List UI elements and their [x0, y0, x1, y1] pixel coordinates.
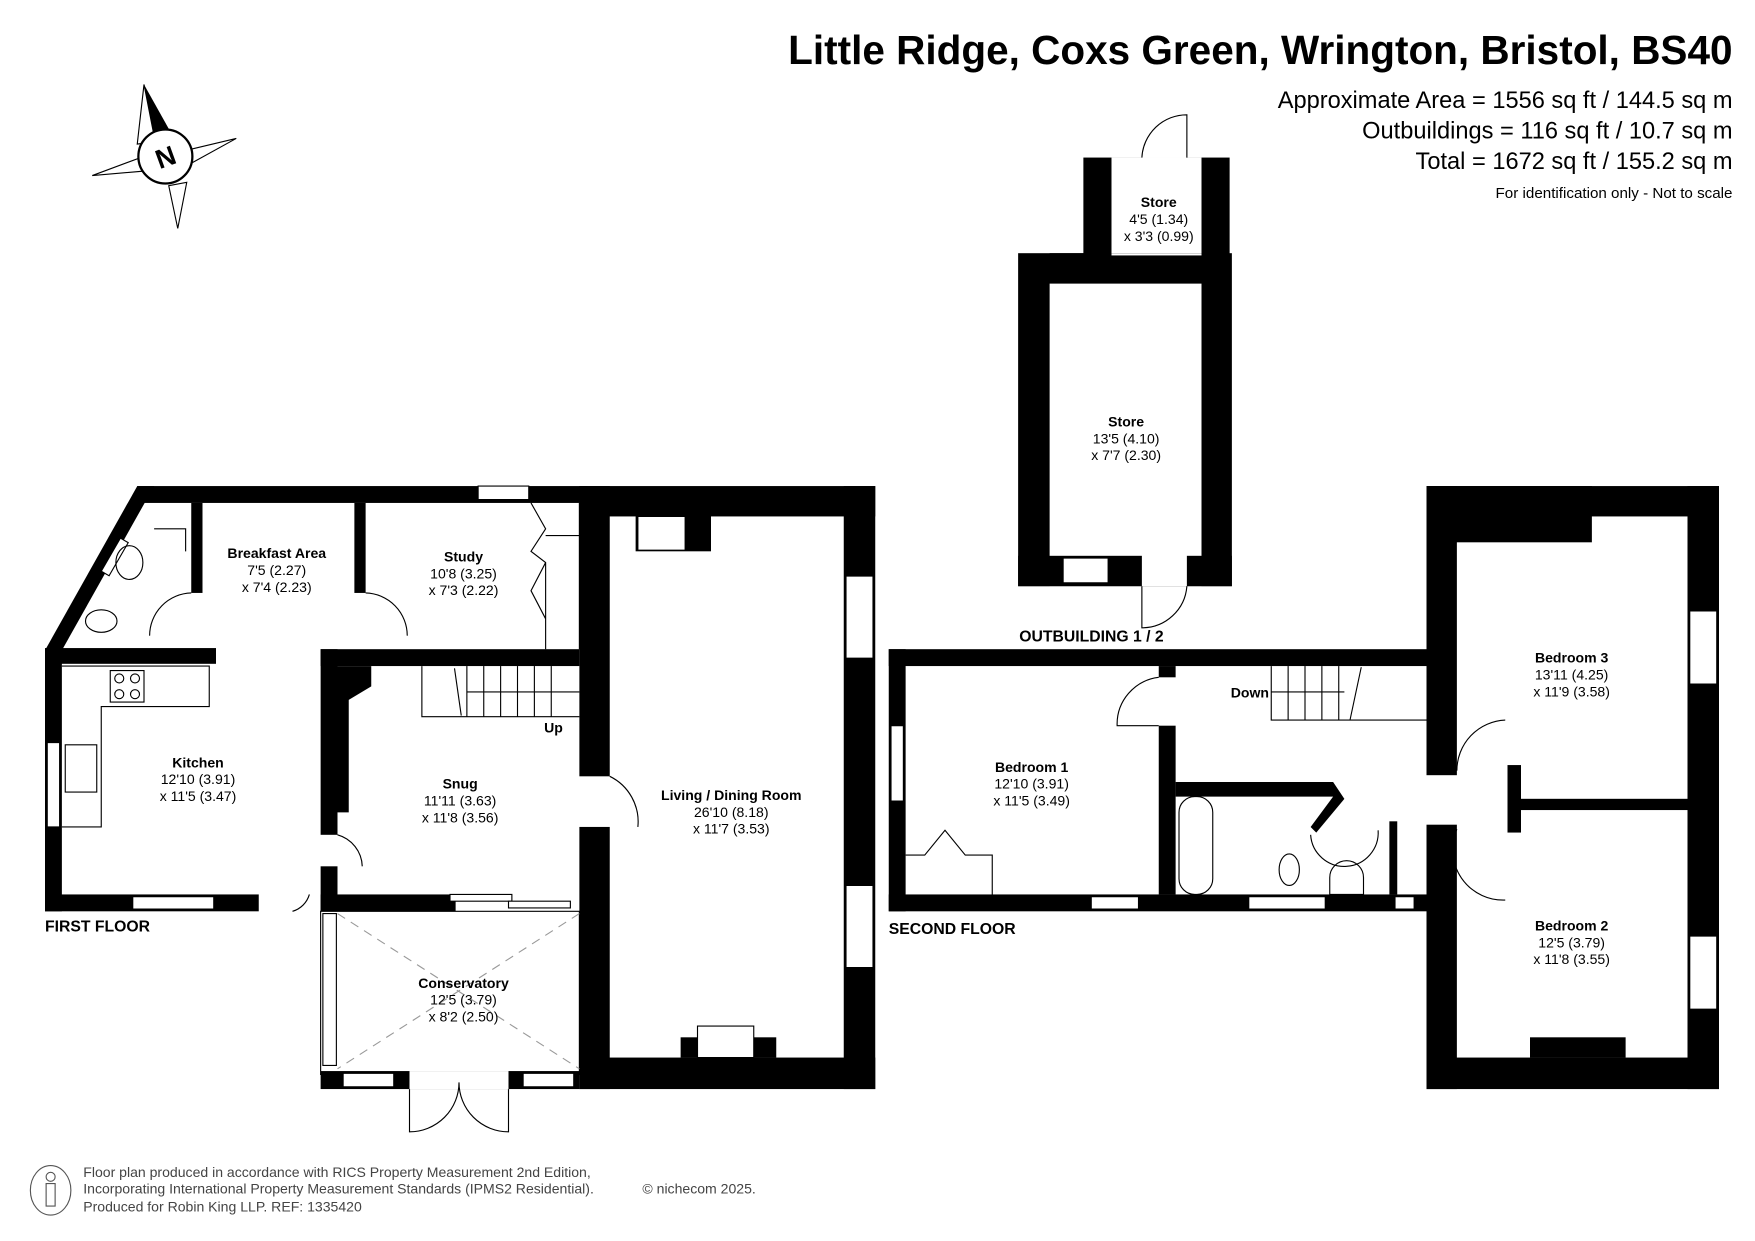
second-floor-plan: Down SECOND FLOOR: [888, 486, 1719, 1090]
svg-text:x 7'4 (2.23): x 7'4 (2.23): [242, 579, 312, 595]
svg-text:x 11'5 (3.49): x 11'5 (3.49): [993, 793, 1070, 809]
svg-text:x 8'2 (2.50): x 8'2 (2.50): [429, 1009, 499, 1025]
svg-text:Store: Store: [1108, 413, 1144, 429]
svg-text:x 11'8 (3.56): x 11'8 (3.56): [422, 809, 499, 825]
room-snug: Snug 11'11 (3.63) x 11'8 (3.56): [422, 776, 499, 826]
outbuildings-area: Outbuildings = 116 sq ft / 10.7 sq m: [1362, 118, 1732, 144]
stairs-down-label: Down: [1231, 685, 1269, 701]
svg-text:x 11'8 (3.55): x 11'8 (3.55): [1533, 951, 1610, 967]
svg-text:4'5 (1.34): 4'5 (1.34): [1129, 211, 1188, 227]
svg-text:Snug: Snug: [443, 776, 478, 792]
svg-text:Bedroom 2: Bedroom 2: [1535, 917, 1609, 933]
svg-text:x 7'7 (2.30): x 7'7 (2.30): [1091, 447, 1161, 463]
footer-copyright: © nichecom 2025.: [642, 1181, 755, 1197]
svg-text:x 11'5 (3.47): x 11'5 (3.47): [160, 788, 237, 804]
first-floor-label: FIRST FLOOR: [45, 919, 151, 936]
room-kitchen: Kitchen 12'10 (3.91) x 11'5 (3.47): [160, 754, 237, 804]
footer-line-2: Incorporating International Property Mea…: [83, 1181, 594, 1197]
outbuilding-plan: OUTBUILDING 1 / 2: [1018, 114, 1232, 645]
room-conservatory: Conservatory 12'5 (3.79) x 8'2 (2.50): [418, 975, 509, 1025]
svg-text:7'5 (2.27): 7'5 (2.27): [247, 562, 306, 578]
svg-text:Breakfast Area: Breakfast Area: [227, 545, 326, 561]
svg-text:x 11'9 (3.58): x 11'9 (3.58): [1533, 683, 1610, 699]
room-breakfast-area: Breakfast Area 7'5 (2.27) x 7'4 (2.23): [227, 545, 326, 595]
total-area: Total = 1672 sq ft / 155.2 sq m: [1416, 149, 1733, 175]
svg-text:12'5 (3.79): 12'5 (3.79): [430, 992, 497, 1008]
room-store-large: Store 13'5 (4.10) x 7'7 (2.30): [1091, 413, 1161, 463]
svg-text:26'10 (8.18): 26'10 (8.18): [694, 804, 769, 820]
svg-text:Store: Store: [1141, 194, 1177, 210]
svg-text:12'10 (3.91): 12'10 (3.91): [161, 771, 236, 787]
svg-text:12'5 (3.79): 12'5 (3.79): [1538, 934, 1605, 950]
room-bedroom-2: Bedroom 2 12'5 (3.79) x 11'8 (3.55): [1533, 917, 1610, 967]
svg-text:Kitchen: Kitchen: [172, 754, 224, 770]
footer-line-3: Produced for Robin King LLP. REF: 133542…: [83, 1199, 362, 1215]
svg-text:10'8 (3.25): 10'8 (3.25): [430, 565, 497, 581]
disclaimer: For identification only - Not to scale: [1496, 185, 1733, 202]
compass-icon: N: [92, 84, 237, 229]
property-title: Little Ridge, Coxs Green, Wrington, Bris…: [788, 27, 1732, 73]
room-living-dining: Living / Dining Room 26'10 (8.18) x 11'7…: [661, 787, 801, 837]
svg-text:13'5 (4.10): 13'5 (4.10): [1093, 430, 1160, 446]
svg-text:Bedroom 3: Bedroom 3: [1535, 650, 1609, 666]
svg-text:11'11 (3.63): 11'11 (3.63): [424, 793, 496, 809]
room-bedroom-1: Bedroom 1 12'10 (3.91) x 11'5 (3.49): [993, 759, 1070, 809]
svg-text:12'10 (3.91): 12'10 (3.91): [994, 776, 1069, 792]
outbuilding-label: OUTBUILDING 1 / 2: [1019, 628, 1164, 645]
first-floor-plan: Up FIRST FLOOR: [45, 485, 876, 1133]
svg-text:x 11'7 (3.53): x 11'7 (3.53): [693, 821, 770, 837]
room-store-small: Store 4'5 (1.34) x 3'3 (0.99): [1124, 194, 1194, 244]
svg-text:Living / Dining Room: Living / Dining Room: [661, 787, 801, 803]
approximate-area: Approximate Area = 1556 sq ft / 144.5 sq…: [1278, 88, 1733, 114]
svg-text:Conservatory: Conservatory: [418, 975, 509, 991]
svg-text:x 3'3 (0.99): x 3'3 (0.99): [1124, 228, 1194, 244]
room-bedroom-3: Bedroom 3 13'11 (4.25) x 11'9 (3.58): [1533, 650, 1610, 700]
footer-line-1: Floor plan produced in accordance with R…: [83, 1164, 591, 1180]
svg-text:x 7'3 (2.22): x 7'3 (2.22): [429, 582, 499, 598]
svg-text:Bedroom 1: Bedroom 1: [995, 759, 1069, 775]
rics-person-icon: [29, 1165, 72, 1216]
room-study: Study 10'8 (3.25) x 7'3 (2.22): [429, 548, 499, 598]
second-floor-label: SECOND FLOOR: [889, 921, 1017, 938]
stairs-up-label: Up: [544, 719, 563, 735]
svg-text:13'11 (4.25): 13'11 (4.25): [1535, 667, 1609, 683]
svg-text:Study: Study: [444, 548, 483, 564]
